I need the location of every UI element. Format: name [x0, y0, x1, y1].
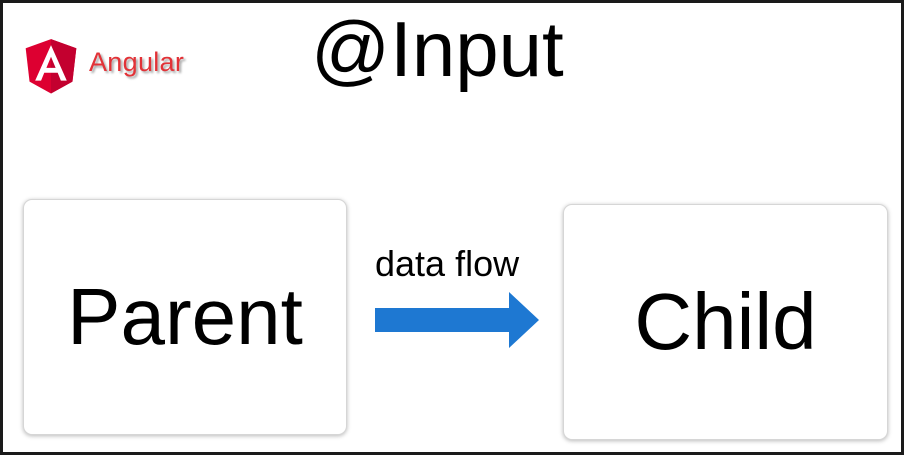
- child-node: Child: [563, 204, 888, 440]
- parent-node: Parent: [23, 199, 347, 435]
- parent-label: Parent: [67, 272, 303, 361]
- angular-shield-icon: [25, 39, 77, 94]
- right-arrow-icon: [375, 292, 539, 348]
- logo-text: Angular: [89, 46, 185, 77]
- data-flow-label: data flow: [375, 243, 520, 284]
- child-label: Child: [634, 277, 817, 366]
- angular-logo: Angular: [17, 27, 184, 103]
- page-title: @Input: [311, 5, 564, 93]
